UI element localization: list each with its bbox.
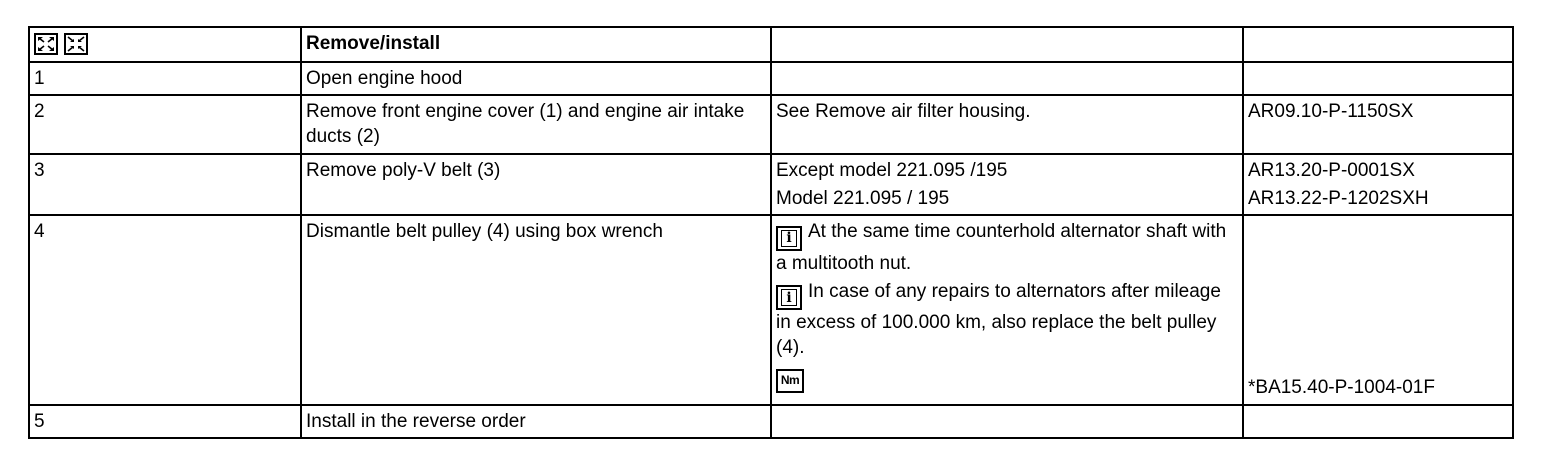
- info-icon[interactable]: i: [776, 225, 802, 251]
- step-refs: [1242, 61, 1514, 96]
- info-icon[interactable]: i: [776, 285, 802, 310]
- step-refs: *BA15.40-P-1004-01F: [1242, 214, 1514, 406]
- step-number: 5: [28, 404, 302, 439]
- ref-link[interactable]: AR13.22-P-1202SXH: [1248, 188, 1429, 209]
- note-text: Model 221.095 / 195: [776, 188, 950, 209]
- table-row: 2 Remove front engine cover (1) and engi…: [28, 94, 1514, 155]
- header-empty-cell: [1242, 26, 1514, 63]
- step-notes: [770, 61, 1244, 96]
- step-action: Open engine hood: [300, 61, 772, 96]
- header-row: Remove/install: [28, 26, 1514, 63]
- step-refs: AR13.20-P-0001SX AR13.22-P-1202SXH: [1242, 153, 1514, 216]
- step-action: Dismantle belt pulley (4) using box wren…: [300, 214, 772, 406]
- ref-link[interactable]: AR09.10-P-1150SX: [1248, 101, 1414, 122]
- step-refs: AR09.10-P-1150SX: [1242, 94, 1514, 155]
- table-row: 5 Install in the reverse order: [28, 404, 1514, 439]
- header-icons-cell: [28, 26, 302, 63]
- step-notes: [770, 404, 1244, 439]
- step-number: 1: [28, 61, 302, 96]
- step-action: Remove front engine cover (1) and engine…: [300, 94, 772, 155]
- step-action: Remove poly-V belt (3): [300, 153, 772, 216]
- ref-link[interactable]: *BA15.40-P-1004-01F: [1248, 377, 1435, 398]
- step-number: 3: [28, 153, 302, 216]
- table-row: 4 Dismantle belt pulley (4) using box wr…: [28, 214, 1514, 406]
- header-empty-cell: [770, 26, 1244, 63]
- section-title: Remove/install: [306, 33, 441, 54]
- note-link[interactable]: See Remove air filter housing.: [776, 101, 1031, 122]
- step-notes: Except model 221.095 /195 Model 221.095 …: [770, 153, 1244, 216]
- step-action: Install in the reverse order: [300, 404, 772, 439]
- header-title-cell: Remove/install: [300, 26, 772, 63]
- expand-arrows-icon[interactable]: [34, 33, 58, 55]
- collapse-arrows-icon[interactable]: [64, 33, 88, 55]
- info-note-text: In case of any repairs to alternators af…: [776, 280, 1221, 359]
- note-text: Except model 221.095 /195: [776, 160, 1008, 181]
- procedure-table: Remove/install 1 Open engine hood 2 Remo…: [28, 26, 1514, 439]
- step-refs: [1242, 404, 1514, 439]
- ref-link[interactable]: AR13.20-P-0001SX: [1248, 160, 1415, 181]
- step-number: 4: [28, 214, 302, 406]
- torque-nm-icon[interactable]: Nm: [776, 368, 804, 393]
- table-row: 3 Remove poly-V belt (3) Except model 22…: [28, 153, 1514, 216]
- step-notes: See Remove air filter housing.: [770, 94, 1244, 155]
- table-row: 1 Open engine hood: [28, 61, 1514, 96]
- step-number: 2: [28, 94, 302, 155]
- info-note-text: At the same time counterhold alternator …: [776, 221, 1227, 274]
